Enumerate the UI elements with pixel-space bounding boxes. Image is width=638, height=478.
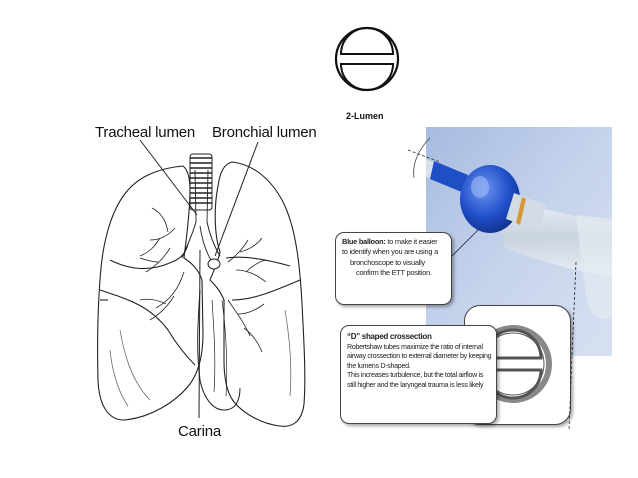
blue-balloon-callout: Blue balloon: to make it easier to ident… [335, 232, 452, 305]
blue-balloon-line-4: confirm the ETT position. [356, 268, 432, 278]
two-lumen-caption: 2-Lumen [346, 111, 384, 121]
bronchial-lumen-label: Bronchial lumen [212, 124, 317, 141]
tracheal-lumen-label: Tracheal lumen [95, 124, 196, 141]
mediastinum [197, 289, 241, 411]
left-lung [97, 165, 204, 421]
d-shaped-line-4: This increases turbulence, but the total… [347, 371, 484, 380]
d-shaped-line-1: Robertshaw tubes maximize the ratio of i… [347, 342, 483, 351]
blue-balloon-title: Blue balloon: [342, 237, 386, 246]
d-shaped-line-5: still higher and the laryngeal trauma is… [347, 380, 484, 389]
d-shaped-crossection-callout: “D” shaped crossection Robertshaw tubes … [340, 325, 497, 424]
tracheal-lumen-pointer [139, 139, 198, 216]
right-lung [209, 161, 306, 427]
trachea [181, 153, 221, 270]
blue-balloon-line-2: to identify when you are using a [342, 247, 438, 257]
carina-label: Carina [178, 423, 221, 440]
double-lumen-cross-section-icon [334, 26, 400, 92]
d-shaped-line-3: the lumens D-shaped. [347, 361, 411, 370]
carina-pointer [198, 249, 201, 419]
d-shaped-line-2: airway crossection to external diameter … [347, 352, 492, 361]
blue-balloon-line-3: bronchoscope to visually [350, 257, 425, 267]
bronchial-lumen-pointer [214, 141, 259, 257]
blue-balloon-line-1: to make it easier [385, 237, 438, 246]
d-shaped-title: “D” shaped crossection [347, 332, 432, 341]
